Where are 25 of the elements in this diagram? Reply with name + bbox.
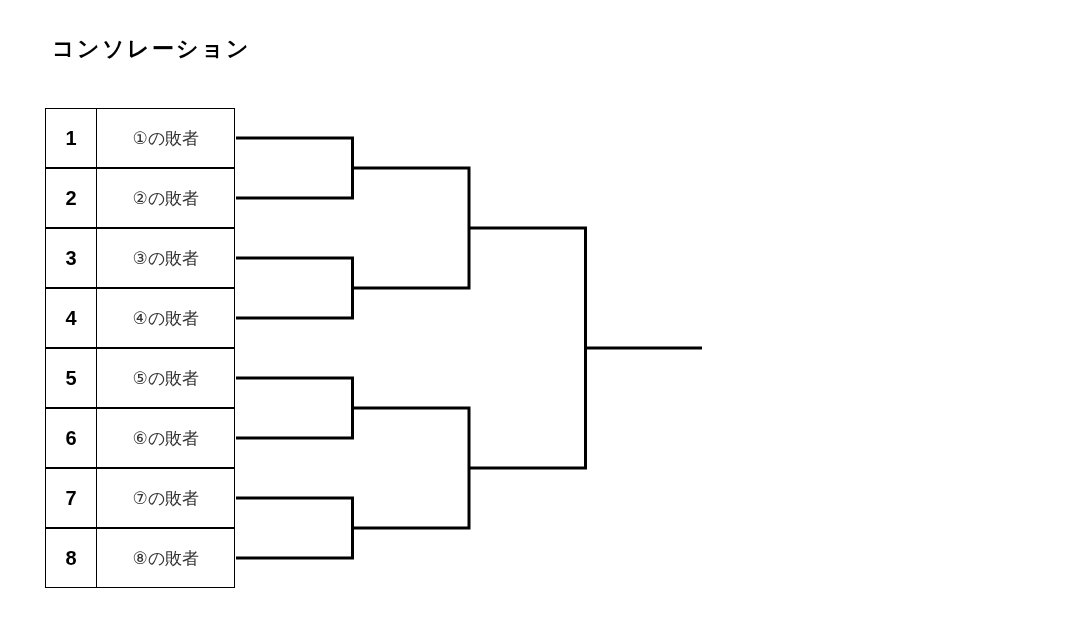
entry-row [45, 408, 235, 468]
seed-number: 3 [65, 246, 77, 270]
entry-row [45, 288, 235, 348]
entry-row [45, 228, 235, 288]
seed-number: 4 [65, 306, 77, 330]
entry-row [45, 468, 235, 528]
seed-number: 7 [65, 486, 77, 510]
seed-number: 2 [65, 186, 77, 210]
entry-name: ①の敗者 [132, 126, 199, 150]
entry-row [45, 108, 235, 168]
seed-number: 6 [65, 426, 77, 450]
entry-name: ⑧の敗者 [132, 546, 199, 570]
entry-name: ⑦の敗者 [132, 486, 199, 510]
title: コンソレーション [52, 35, 251, 63]
seed-number: 5 [65, 366, 77, 390]
entry-row [45, 348, 235, 408]
entry-name: ④の敗者 [132, 306, 199, 330]
seed-number: 1 [65, 126, 77, 150]
entry-name: ⑥の敗者 [132, 426, 199, 450]
entry-name: ②の敗者 [132, 186, 199, 210]
seed-number: 8 [65, 546, 77, 570]
entry-row [45, 528, 235, 588]
entry-row [45, 168, 235, 228]
entry-name: ⑤の敗者 [132, 366, 199, 390]
entry-name: ③の敗者 [132, 246, 199, 270]
